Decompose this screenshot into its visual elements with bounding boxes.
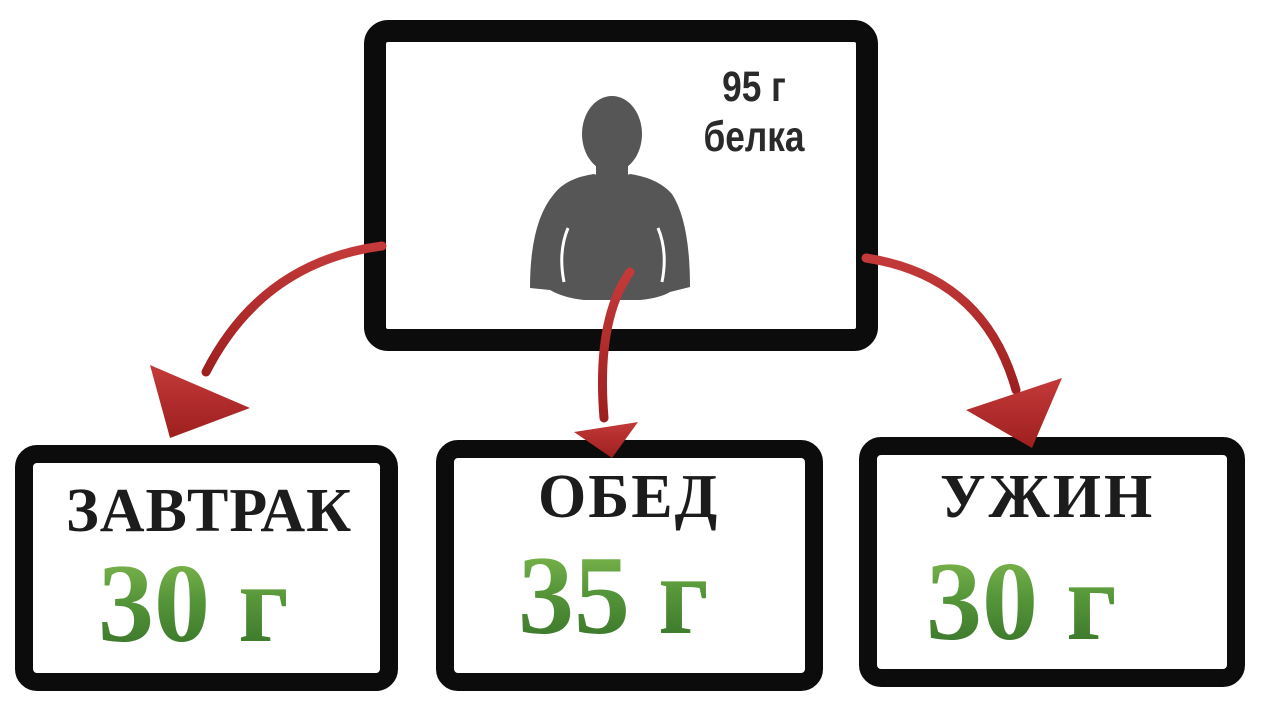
arrow-to-breakfast-icon: [150, 241, 387, 438]
dinner-protein-value: 30 г: [926, 538, 1117, 667]
arrow-to-dinner-icon: [861, 253, 1062, 448]
dinner-title: УЖИН: [940, 463, 1156, 531]
dinner-box: [859, 437, 1245, 687]
total-protein-label: 95 г белка: [680, 62, 828, 162]
breakfast-box: [15, 445, 398, 691]
lunch-protein-value: 35 г: [518, 532, 709, 661]
total-amount: 95 г: [722, 63, 786, 111]
breakfast-protein-value: 30 г: [98, 540, 289, 669]
total-nutrient: белка: [703, 113, 805, 161]
lunch-box: [436, 440, 823, 691]
lunch-title: ОБЕД: [538, 463, 720, 531]
person-silhouette-icon: [530, 96, 690, 300]
breakfast-title: ЗАВТРАК: [66, 477, 353, 545]
